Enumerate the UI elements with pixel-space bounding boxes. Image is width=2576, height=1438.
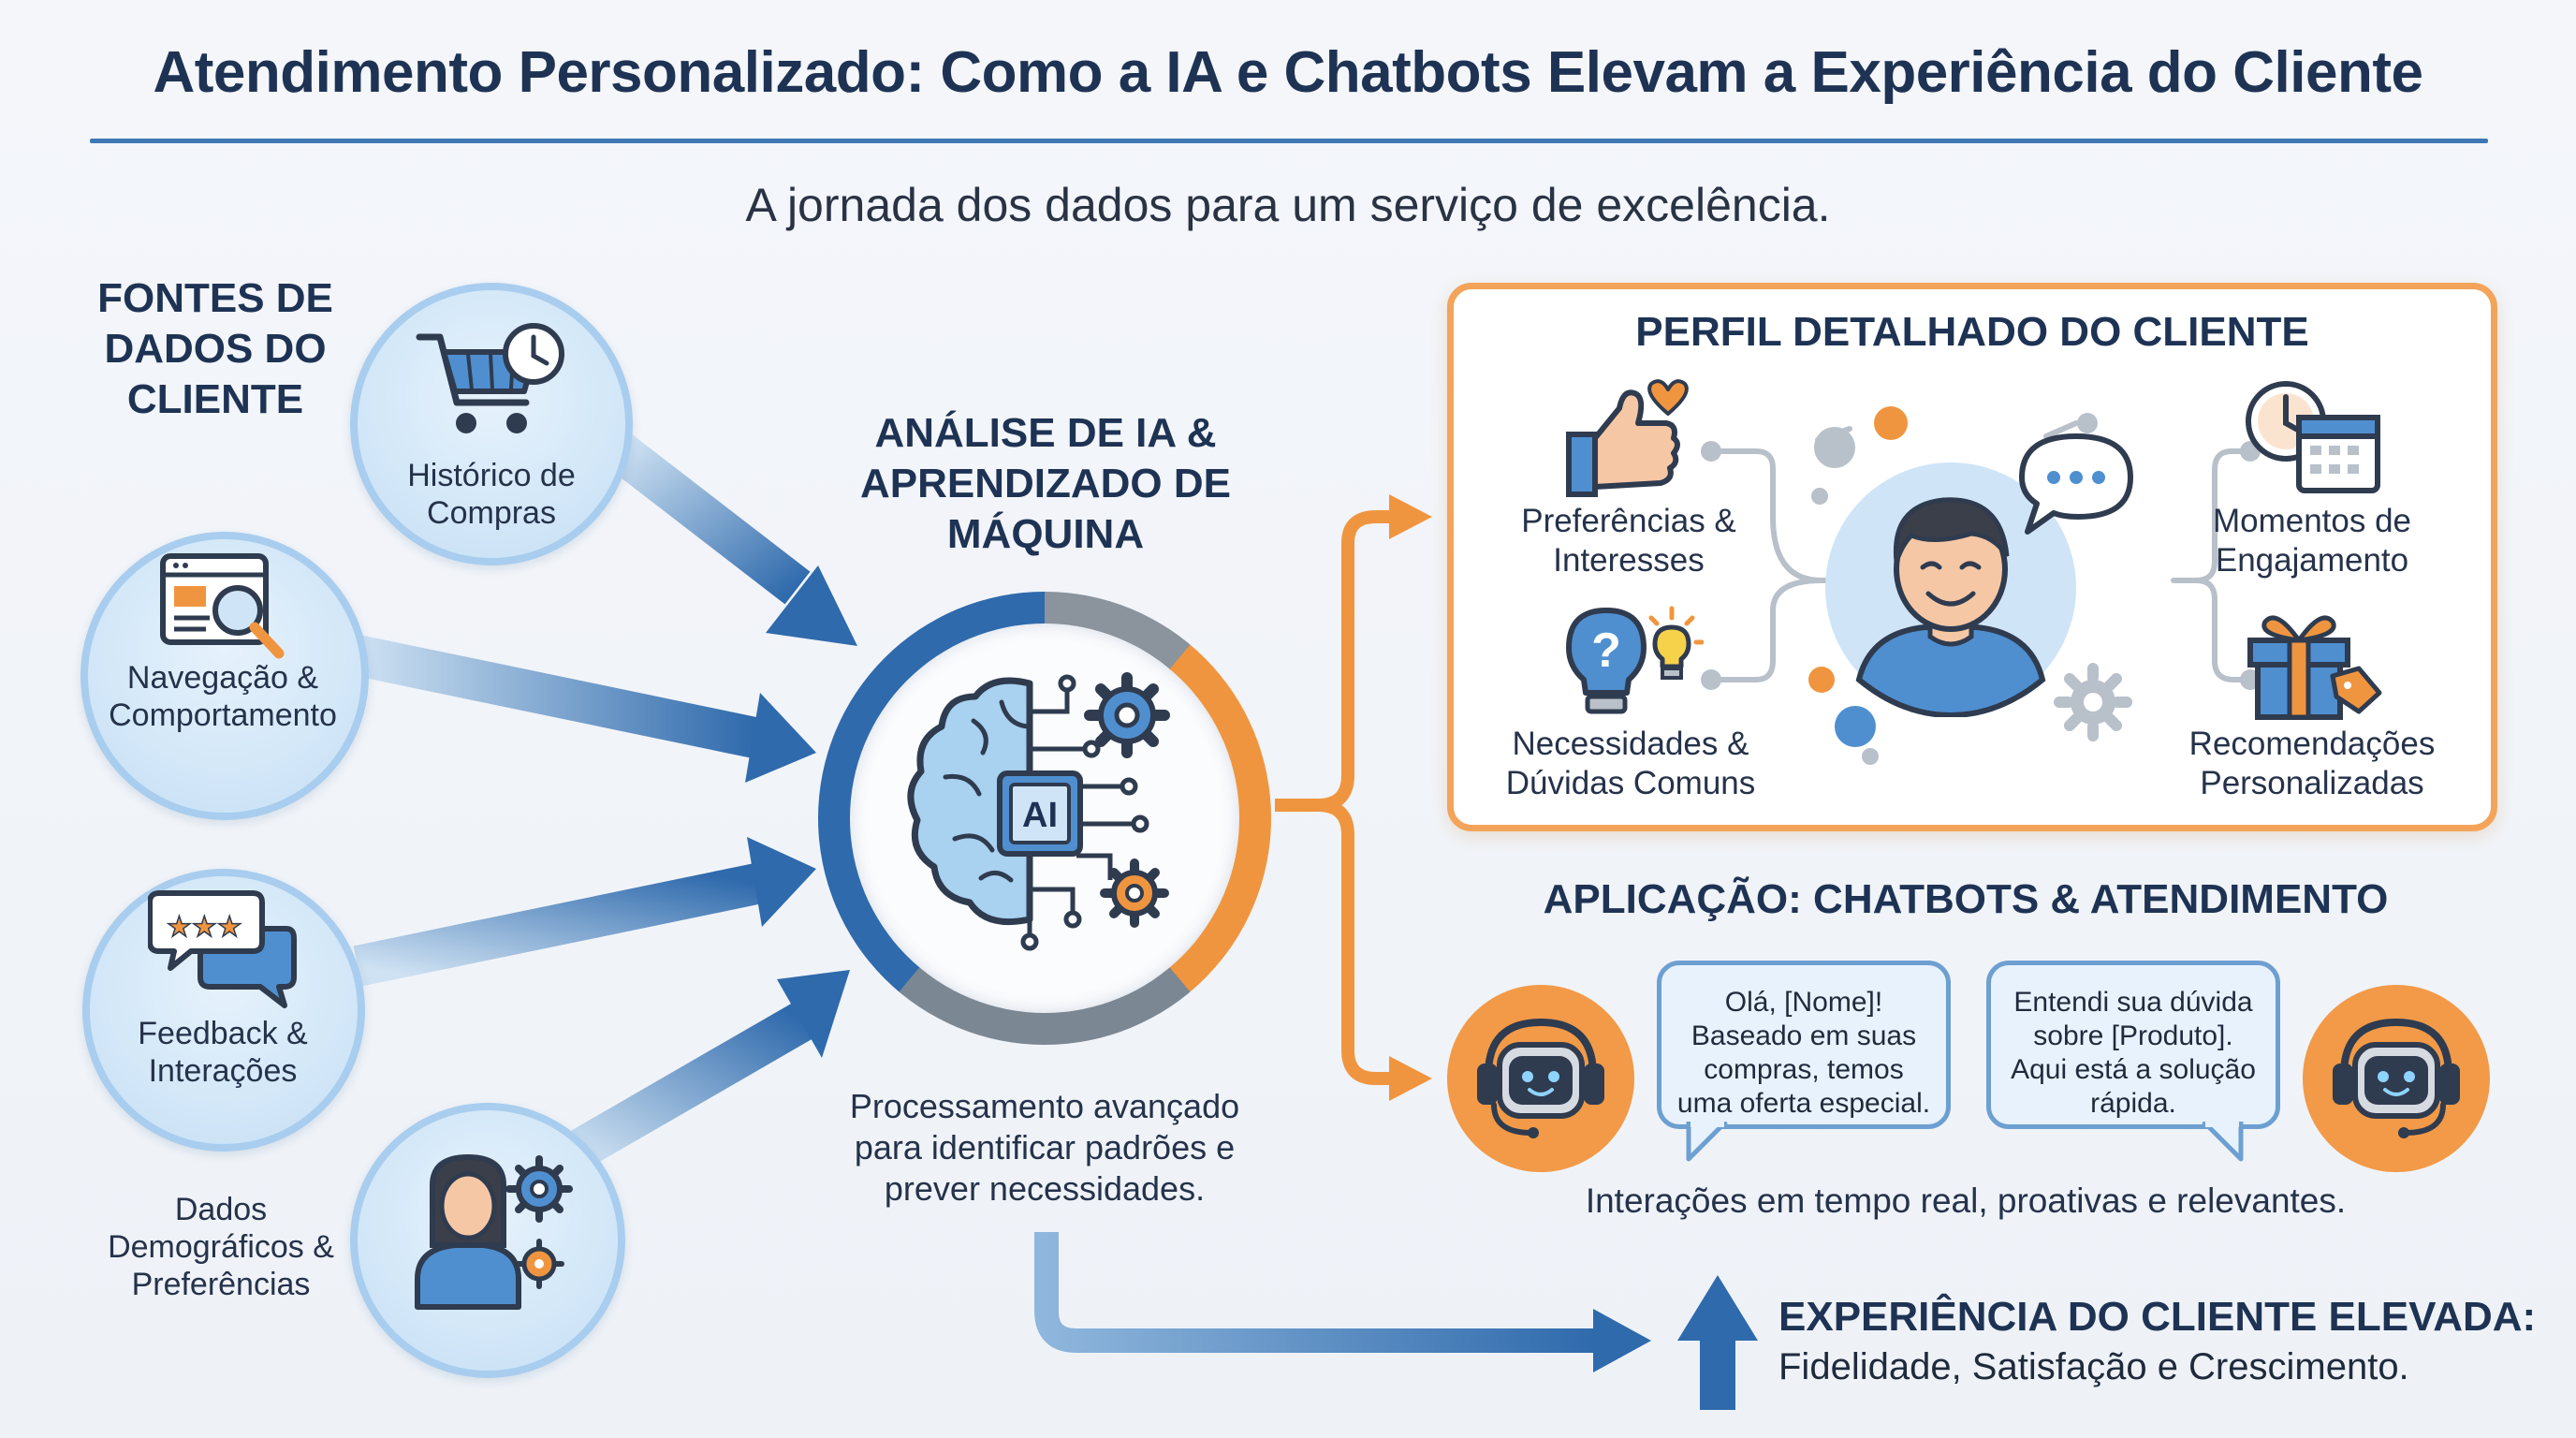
- person-gears-icon: [415, 1153, 573, 1310]
- up-arrow-icon: [1677, 1275, 1758, 1410]
- arrow-feedback-to-ai: [353, 837, 816, 987]
- customer-avatar: [1825, 462, 2076, 717]
- profile-item-preferences-label: Preferências & Interesses: [1521, 503, 1736, 579]
- analysis-title: ANÁLISE DE IA & APRENDIZADO DE MÁQUINA: [859, 410, 1232, 557]
- analysis-caption: Processamento avançado para identificar …: [849, 1087, 1240, 1208]
- bubble-tail-left: [1686, 1122, 1728, 1162]
- chatbot-message-offer: Olá, [Nome]! Baseado em suas compras, te…: [1657, 961, 1951, 1129]
- profile-title: PERFIL DETALHADO DO CLIENTE: [1635, 309, 2309, 355]
- gift-tag-icon: [2247, 615, 2382, 720]
- chat-dots-icon: [2019, 433, 2133, 535]
- ai-chip-label: AI: [1022, 796, 1058, 835]
- chatbot-message-solution: Entendi sua dúvida sobre [Produto]. Aqui…: [1986, 961, 2280, 1129]
- result-subtitle: Fidelidade, Satisfação e Crescimento.: [1778, 1346, 2409, 1387]
- profile-item-needs-label: Necessidades & Dúvidas Comuns: [1505, 726, 1756, 801]
- svg-text:?: ?: [1591, 624, 1621, 678]
- page-subtitle: A jornada dos dados para um serviço de e…: [745, 179, 1831, 231]
- clock-calendar-icon: [2246, 381, 2380, 493]
- source-purchase-history: [350, 283, 633, 565]
- profile-item-engagement-label: Momentos de Engajamento: [2212, 503, 2412, 579]
- source-navigation-behavior: [80, 532, 369, 820]
- arrow-ai-to-profile-and-chatbots: [1275, 510, 1391, 1085]
- question-bulb-icon: ?: [1566, 606, 1704, 714]
- bubble-tail-right: [2202, 1122, 2244, 1162]
- application-title: APLICAÇÃO: CHATBOTS & ATENDIMENTO: [1543, 876, 2389, 922]
- rating-chat-icon: ★★★: [148, 890, 297, 1008]
- thumbs-up-heart-icon: [1566, 379, 1689, 497]
- shopping-cart-clock-icon: [416, 323, 564, 433]
- browser-magnifier-icon: [160, 553, 285, 659]
- source-purchase-history-label: Histórico de Compras: [407, 458, 576, 531]
- svg-text:★★★: ★★★: [167, 911, 242, 944]
- ai-brain-circuit-icon: AI: [907, 672, 1170, 951]
- sources-title: FONTES DE DADOS DO CLIENTE: [97, 275, 333, 422]
- arrow-navigation-to-ai: [353, 635, 816, 783]
- arrow-demographics-to-ai: [563, 970, 850, 1172]
- arrow-ai-to-result: [1034, 1232, 1651, 1372]
- source-navigation-behavior-label: Navegação & Comportamento: [109, 660, 337, 733]
- chatbot-robot-icon: [2333, 1018, 2460, 1138]
- chatbot-robot-icon: [1477, 1018, 1604, 1138]
- profile-item-recommendations-label: Recomendações Personalizadas: [2188, 726, 2436, 801]
- page-title: Atendimento Personalizado: Como a IA e C…: [153, 40, 2423, 105]
- arrow-history-to-ai: [605, 433, 857, 646]
- result-title: EXPERIÊNCIA DO CLIENTE ELEVADA:: [1778, 1294, 2537, 1340]
- title-divider: [90, 139, 2488, 143]
- application-footer: Interações em tempo real, proativas e re…: [1585, 1181, 2347, 1220]
- source-demographics-preferences-label: Dados Demográficos & Preferências: [108, 1192, 334, 1302]
- source-feedback-interactions-label: Feedback & Interações: [138, 1016, 308, 1089]
